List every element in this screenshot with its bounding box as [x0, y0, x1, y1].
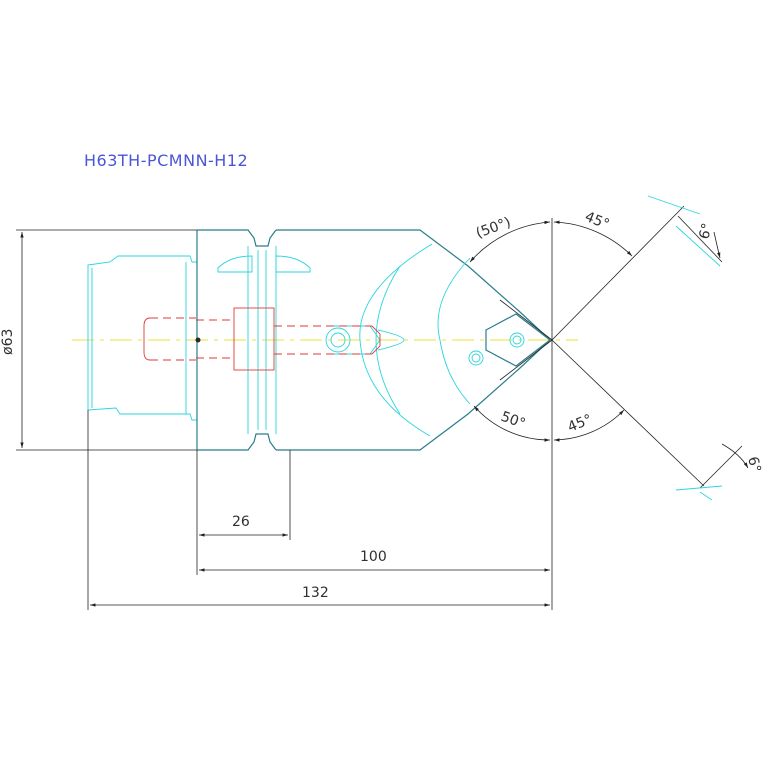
- dimension-lines: [16, 205, 749, 610]
- dim-diameter: ø63: [0, 329, 16, 355]
- dim-angle-50-top: (50°): [474, 214, 513, 241]
- dim-132: 132: [302, 585, 329, 601]
- dim-angle-6-bottom: 6°: [744, 455, 764, 475]
- dim-angle-45-top: 45°: [583, 209, 612, 233]
- insert-edge-lines: [647, 195, 723, 501]
- hidden-clamp-parts: [143, 307, 381, 371]
- drawing-title: H63TH-PCMNN-H12: [84, 151, 249, 170]
- dim-angle-6-top: 6°: [696, 222, 716, 242]
- tool-holder-body: [87, 229, 551, 451]
- dim-26: 26: [232, 514, 250, 530]
- dim-angle-45-bottom: 45°: [566, 412, 595, 436]
- dim-angle-50-bottom: 50°: [499, 409, 528, 433]
- dim-100: 100: [360, 549, 387, 565]
